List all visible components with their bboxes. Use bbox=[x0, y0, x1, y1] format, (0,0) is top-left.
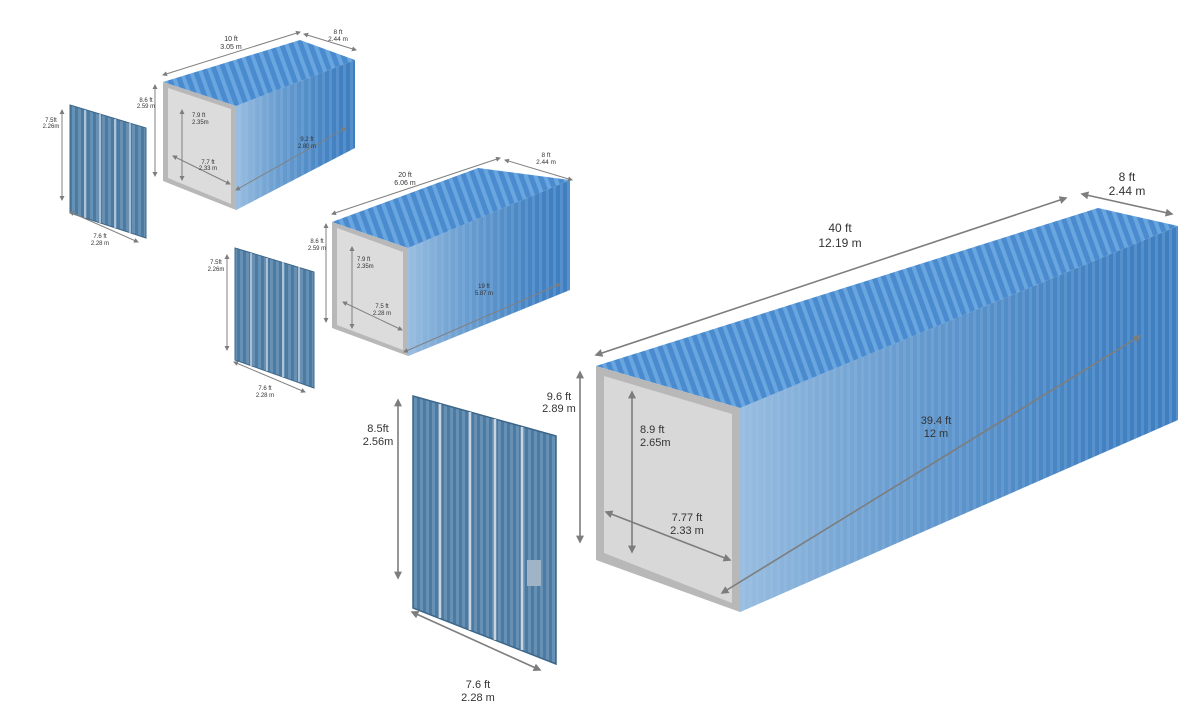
door-20ft-panel bbox=[234, 247, 315, 389]
label-10ft-height-m: 2.59 m bbox=[137, 104, 155, 110]
label-20ft-door-height-ft: 7.5ft bbox=[210, 260, 222, 266]
door-10ft-panel bbox=[69, 104, 147, 239]
label-40ft-door-width-ft: 7.6 ft bbox=[466, 679, 490, 691]
label-20ft-width-ft: 8 ft bbox=[541, 152, 550, 159]
door-40ft-label-plate bbox=[527, 560, 541, 586]
label-20ft-inner-height-m: 2.35m bbox=[357, 264, 374, 270]
label-40ft-inner-width-ft: 7.77 ft bbox=[672, 512, 703, 524]
dim-line-40ft-inner-width bbox=[604, 510, 732, 562]
dim-line-10ft-door-width bbox=[69, 211, 139, 243]
dimension-labels: 10 ft 3.05 m 8 ft 2.44 m 8.6 ft 2.59 m 7… bbox=[43, 29, 1146, 704]
label-20ft-inner-height-ft: 7.9 ft bbox=[357, 257, 371, 263]
label-40ft-door-height-ft: 8.5ft bbox=[367, 423, 388, 435]
dim-line-40ft-length bbox=[594, 196, 1068, 357]
dim-line-20ft-door-width bbox=[233, 361, 306, 393]
label-10ft-width-m: 2.44 m bbox=[328, 36, 348, 43]
label-10ft-inner-length-ft: 9.2 ft bbox=[300, 137, 314, 143]
label-20ft-inner-width-m: 2.28 m bbox=[373, 311, 391, 317]
label-10ft-length-m: 3.05 m bbox=[220, 44, 242, 51]
label-20ft-width-m: 2.44 m bbox=[536, 159, 556, 166]
container-40ft bbox=[596, 208, 1178, 612]
dim-line-20ft-inner-length bbox=[403, 283, 561, 353]
dim-line-10ft-inner-width bbox=[172, 155, 231, 185]
dim-line-20ft-width bbox=[504, 158, 573, 182]
label-40ft-inner-height-ft: 8.9 ft bbox=[640, 424, 664, 436]
label-40ft-door-width-m: 2.28 m bbox=[461, 692, 495, 704]
door-40ft-panel bbox=[412, 395, 557, 666]
label-20ft-door-height-m: 2.26m bbox=[208, 267, 225, 273]
label-40ft-inner-height-m: 2.65m bbox=[640, 437, 671, 449]
label-10ft-length-ft: 10 ft bbox=[224, 36, 238, 43]
label-40ft-width-m: 2.44 m bbox=[1109, 184, 1146, 198]
dim-line-40ft-width bbox=[1080, 191, 1174, 217]
label-20ft-height-ft: 8.6 ft bbox=[310, 239, 324, 245]
label-40ft-height-m: 2.89 m bbox=[542, 403, 576, 415]
dim-line-40ft-door-width bbox=[410, 610, 542, 672]
label-10ft-door-width-m: 2.28 m bbox=[91, 241, 109, 247]
label-10ft-door-width-ft: 7.6 ft bbox=[93, 234, 107, 240]
label-10ft-width-ft: 8 ft bbox=[333, 29, 342, 36]
dim-line-10ft-length bbox=[162, 30, 301, 77]
label-40ft-inner-length-ft: 39.4 ft bbox=[921, 415, 952, 427]
label-20ft-door-width-ft: 7.6 ft bbox=[258, 386, 272, 392]
label-20ft-door-width-m: 2.28 m bbox=[256, 393, 274, 399]
label-40ft-inner-width-m: 2.33 m bbox=[670, 525, 704, 537]
label-10ft-inner-width-ft: 7.7 ft bbox=[201, 160, 215, 166]
label-10ft-inner-width-m: 2.33 m bbox=[199, 166, 217, 172]
dim-line-20ft-length bbox=[331, 156, 501, 216]
label-20ft-length-m: 6.06 m bbox=[394, 180, 416, 187]
dim-line-20ft-inner-width bbox=[342, 301, 403, 331]
label-40ft-inner-length-m: 12 m bbox=[924, 428, 948, 440]
label-20ft-height-m: 2.59 m bbox=[308, 246, 326, 252]
label-40ft-height-ft: 9.6 ft bbox=[547, 391, 571, 403]
label-40ft-length-m: 12.19 m bbox=[818, 236, 861, 250]
label-20ft-inner-length-ft: 19 ft bbox=[478, 284, 490, 290]
door-10ft bbox=[69, 104, 147, 239]
label-10ft-inner-length-m: 2.80 m bbox=[298, 144, 316, 150]
dim-line-10ft-width bbox=[303, 32, 357, 52]
label-10ft-height-ft: 8.6 ft bbox=[139, 98, 153, 104]
label-10ft-door-height-m: 2.26m bbox=[43, 124, 60, 130]
door-20ft bbox=[234, 247, 315, 389]
dim-line-40ft-inner-length bbox=[720, 335, 1142, 594]
label-10ft-door-height-ft: 7.5ft bbox=[45, 118, 57, 124]
dim-line-10ft-inner-length bbox=[235, 127, 347, 191]
label-20ft-inner-length-m: 5.87 m bbox=[475, 291, 493, 297]
label-20ft-inner-width-ft: 7.5 ft bbox=[375, 304, 389, 310]
label-10ft-inner-height-m: 2.35m bbox=[192, 120, 209, 126]
label-40ft-door-height-m: 2.56m bbox=[363, 436, 394, 448]
label-20ft-length-ft: 20 ft bbox=[398, 172, 412, 179]
label-40ft-width-ft: 8 ft bbox=[1119, 170, 1136, 184]
label-10ft-inner-height-ft: 7.9 ft bbox=[192, 113, 206, 119]
door-40ft bbox=[412, 395, 557, 666]
dimension-lines bbox=[59, 30, 1174, 672]
label-40ft-length-ft: 40 ft bbox=[828, 221, 852, 235]
